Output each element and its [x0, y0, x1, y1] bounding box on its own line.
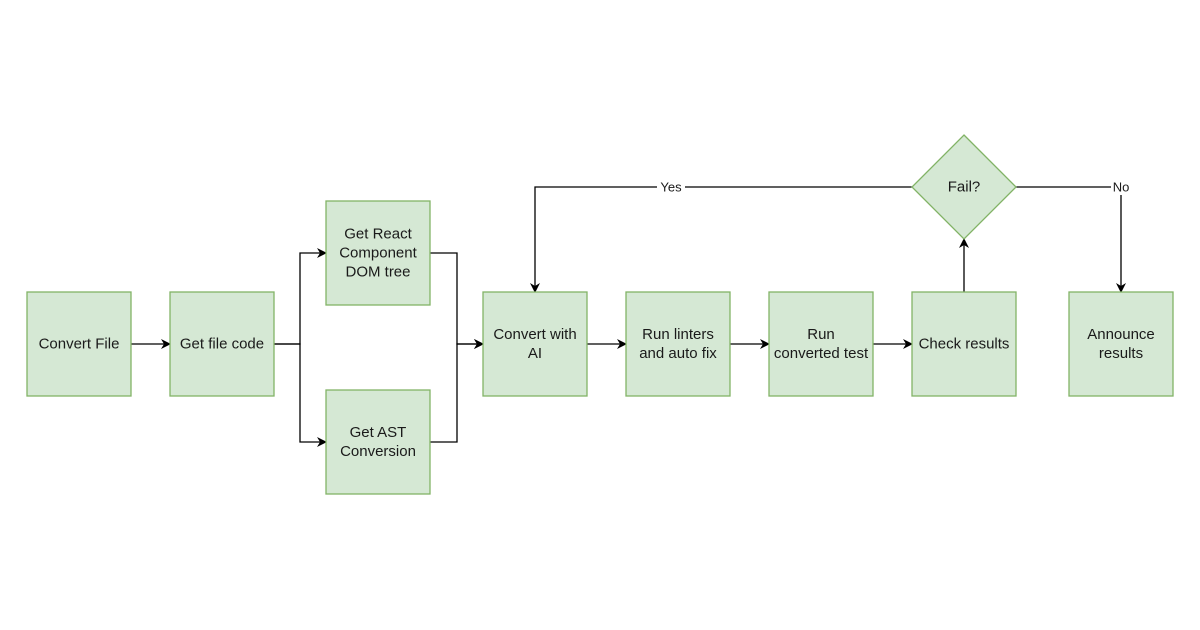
node-label-line: Conversion [340, 443, 416, 460]
node-check-results: Check results [911, 291, 1017, 397]
edge-label-background [1111, 179, 1131, 195]
decision-diamond [911, 134, 1017, 240]
node-get-file-code: Get file code [169, 291, 275, 397]
node-run-linters: Run linters and auto fix [625, 291, 731, 397]
node-label-line: Convert with [493, 326, 576, 343]
node-label-line: and auto fix [639, 345, 717, 362]
node-get-ast: Get AST Conversion [325, 389, 431, 495]
node-fail-decision: Fail? [911, 134, 1017, 240]
node-label-line: Get React [344, 226, 412, 243]
process-box [482, 291, 588, 397]
edge-label-background [657, 179, 685, 195]
edges-layer [131, 186, 1126, 447]
process-box [768, 291, 874, 397]
node-label-line: Convert File [39, 336, 120, 353]
edge-labels-layer: Yes No [657, 179, 1131, 195]
edge-get-react-dom-to-convert-ai [430, 252, 484, 349]
node-label-line: Run linters [642, 326, 714, 343]
edge-fail-to-announce [1016, 186, 1126, 293]
nodes-layer: Convert File Get file code Get ReactCompon… [26, 134, 1174, 495]
node-label-line: converted test [774, 345, 869, 362]
process-box [911, 291, 1017, 397]
node-label-line: Fail? [948, 179, 981, 196]
node-label-line: results [1099, 345, 1143, 362]
node-label-line: Get AST [350, 424, 407, 441]
process-box [1068, 291, 1174, 397]
process-box [26, 291, 132, 397]
process-box [625, 291, 731, 397]
node-label-line: AI [528, 345, 542, 362]
process-box [325, 389, 431, 495]
edge-get-file-code-to-get-ast [274, 343, 327, 447]
node-label-line: DOM tree [345, 264, 410, 281]
node-label-line: Run [807, 326, 835, 343]
node-label-line: Get file code [180, 336, 264, 353]
edge-fail-to-convert-ai [530, 186, 912, 293]
node-announce-results: Announce results [1068, 291, 1174, 397]
node-label-line: Announce [1087, 326, 1155, 343]
node-run-test: Run converted test [768, 291, 874, 397]
process-box [325, 200, 431, 306]
edge-get-file-code-to-get-react-dom [274, 248, 327, 345]
edge-label-yes: Yes [660, 180, 682, 195]
edge-label-no: No [1113, 180, 1130, 195]
node-convert-file: Convert File [26, 291, 132, 397]
process-box [169, 291, 275, 397]
edge-get-ast-to-convert-ai [430, 339, 484, 443]
node-label-line: Check results [919, 336, 1010, 353]
node-label-line: Component [339, 245, 417, 262]
